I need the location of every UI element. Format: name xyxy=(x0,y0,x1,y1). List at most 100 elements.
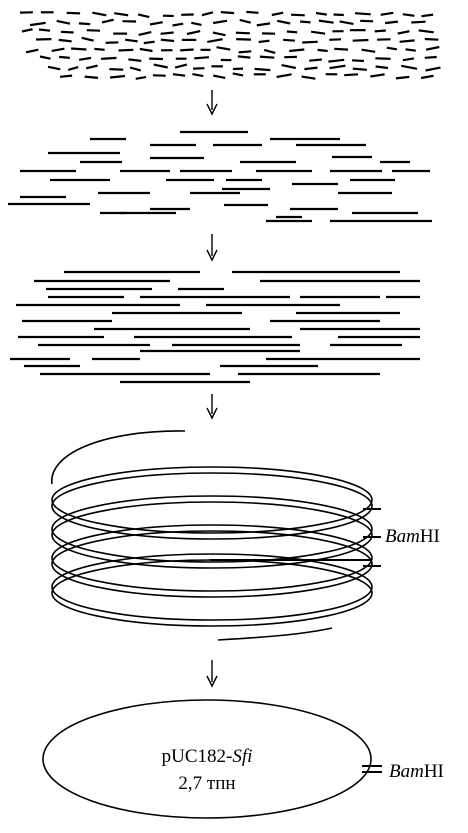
short-fragment xyxy=(398,31,410,33)
short-fragment xyxy=(125,40,137,42)
short-fragment xyxy=(192,74,203,76)
short-fragment xyxy=(92,13,106,16)
short-fragment xyxy=(144,42,155,43)
long-fragments xyxy=(10,272,420,382)
short-fragment xyxy=(86,66,97,69)
short-fragment xyxy=(255,69,271,70)
short-fragment xyxy=(355,13,371,14)
short-fragment xyxy=(353,40,369,41)
short-fragment xyxy=(191,23,201,25)
short-fragment xyxy=(329,39,341,40)
short-fragment xyxy=(57,21,70,24)
short-fragment xyxy=(328,60,344,62)
short-fragment xyxy=(300,22,310,23)
short-fragment xyxy=(59,57,70,58)
short-fragment xyxy=(403,14,415,16)
short-fragment xyxy=(175,65,187,68)
short-fragment xyxy=(239,51,252,52)
short-fragment xyxy=(150,22,163,24)
short-fragment xyxy=(334,49,348,50)
short-fragment xyxy=(161,33,174,34)
short-fragment xyxy=(139,32,152,35)
short-fragment xyxy=(400,40,415,41)
short-fragment xyxy=(71,49,86,50)
bamhi-label-plasmid: BamHI xyxy=(389,761,444,782)
short-fragment xyxy=(421,76,433,78)
short-fragment xyxy=(401,66,417,69)
short-fragment xyxy=(425,57,437,58)
short-fragment xyxy=(277,21,290,24)
short-fragment xyxy=(207,39,222,42)
short-fragment xyxy=(238,56,250,57)
short-fragment xyxy=(318,50,328,51)
short-fragment xyxy=(259,41,270,42)
short-fragment xyxy=(277,74,292,77)
short-fragment xyxy=(283,40,295,41)
short-fragment xyxy=(340,21,354,24)
short-fragment xyxy=(353,69,367,70)
short-fragment xyxy=(26,50,38,53)
short-fragment xyxy=(236,33,250,34)
arrow-down-4 xyxy=(207,660,217,686)
short-fragment xyxy=(264,50,275,53)
short-fragment xyxy=(22,29,33,31)
short-fragment xyxy=(375,31,386,32)
short-fragment xyxy=(287,32,297,33)
coil-tail-bottom xyxy=(218,628,332,640)
short-fragment xyxy=(425,39,439,40)
short-fragment xyxy=(403,58,414,60)
short-fragment xyxy=(426,68,441,71)
short-fragment xyxy=(387,48,397,50)
short-fragment xyxy=(406,49,416,50)
concatemer-coil xyxy=(52,431,372,640)
short-fragment xyxy=(136,77,146,79)
short-fragment xyxy=(360,21,373,22)
short-fragment xyxy=(257,23,270,25)
short-fragment xyxy=(213,21,227,23)
short-fragment xyxy=(422,15,434,17)
short-fragment xyxy=(79,58,91,60)
short-fragment xyxy=(173,74,185,76)
short-fragment xyxy=(240,20,251,23)
short-fragment xyxy=(82,38,94,41)
short-fragment xyxy=(411,22,425,23)
short-fragment xyxy=(375,58,390,59)
short-fragment xyxy=(48,67,60,70)
short-fragment xyxy=(202,12,213,15)
short-fragment xyxy=(352,60,364,61)
arrow-down-3 xyxy=(207,394,217,418)
short-fragment xyxy=(236,39,251,40)
short-fragment xyxy=(130,68,141,71)
short-fragment xyxy=(194,57,209,58)
short-fragment xyxy=(370,74,384,76)
short-fragment xyxy=(311,32,325,34)
short-fragment xyxy=(102,20,114,23)
short-fragment xyxy=(309,60,322,61)
short-fragment xyxy=(385,22,398,24)
short-fragment xyxy=(319,21,334,23)
short-fragment xyxy=(61,32,74,33)
short-fragment xyxy=(376,67,388,69)
short-fragment xyxy=(289,50,304,52)
medium-fragments xyxy=(8,132,432,221)
short-fragment xyxy=(396,77,409,79)
short-fragment xyxy=(426,47,439,50)
short-fragment xyxy=(221,12,234,13)
short-fragment xyxy=(79,23,90,24)
short-fragment xyxy=(302,77,316,79)
arrow-down-2 xyxy=(207,234,217,260)
short-fragment xyxy=(85,77,98,78)
short-fragment xyxy=(60,76,72,77)
short-fragment xyxy=(40,57,51,59)
short-fragment xyxy=(101,58,116,59)
bamhi-label-coil: BamHI xyxy=(385,526,440,547)
short-fragment xyxy=(217,47,231,49)
short-fragment xyxy=(128,59,141,61)
arrow-down-1 xyxy=(207,90,217,114)
plasmid-size: 2,7 тпн xyxy=(178,773,235,794)
short-fragment xyxy=(39,30,50,31)
short-fragment xyxy=(154,65,168,68)
short-fragment xyxy=(59,40,72,42)
short-fragment xyxy=(304,68,317,70)
